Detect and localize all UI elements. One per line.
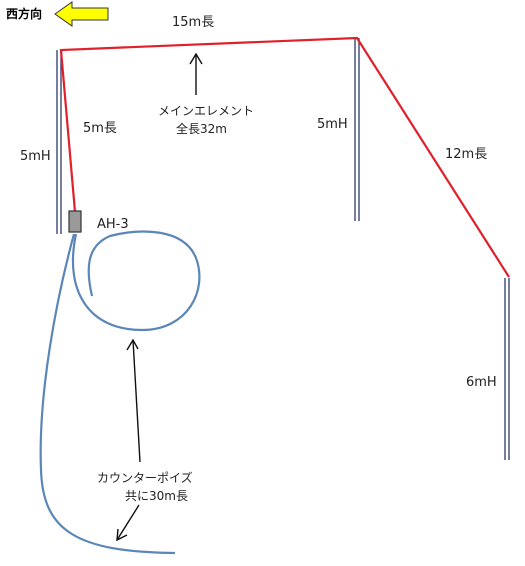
left-drop-length-label: 5m長 [83,121,117,136]
counterpoise-wire-long [39,233,176,555]
mast-right [504,278,510,460]
main-element-name-label: メインエレメント [158,104,254,118]
mast-left [56,50,62,234]
mast-left-height-label: 5mH [20,149,51,164]
main-element-wire [59,36,510,278]
main-element-pointer-arrow [189,52,203,95]
counterpoise-length-label: 共に30m長 [125,489,188,503]
west-arrow-icon [54,1,109,27]
tuner-label: AH-3 [97,217,129,232]
counterpoise-long-pointer-arrow [116,504,140,542]
mast-right-height-label: 6mH [466,375,497,390]
main-element-total-label: 全長32m [176,121,227,136]
counterpoise-name-label: カウンターポイズ [97,470,193,485]
direction-label: 西方向 [6,6,42,21]
main-element-length-label: 15m長 [172,15,214,30]
counterpoise-coil-pointer-arrow [126,338,141,463]
counterpoise-wire-coil [71,230,201,332]
tuner-box [68,210,82,233]
mast-middle [354,38,360,221]
mast-middle-height-label: 5mH [317,117,348,132]
right-slope-length-label: 12m長 [445,147,487,162]
